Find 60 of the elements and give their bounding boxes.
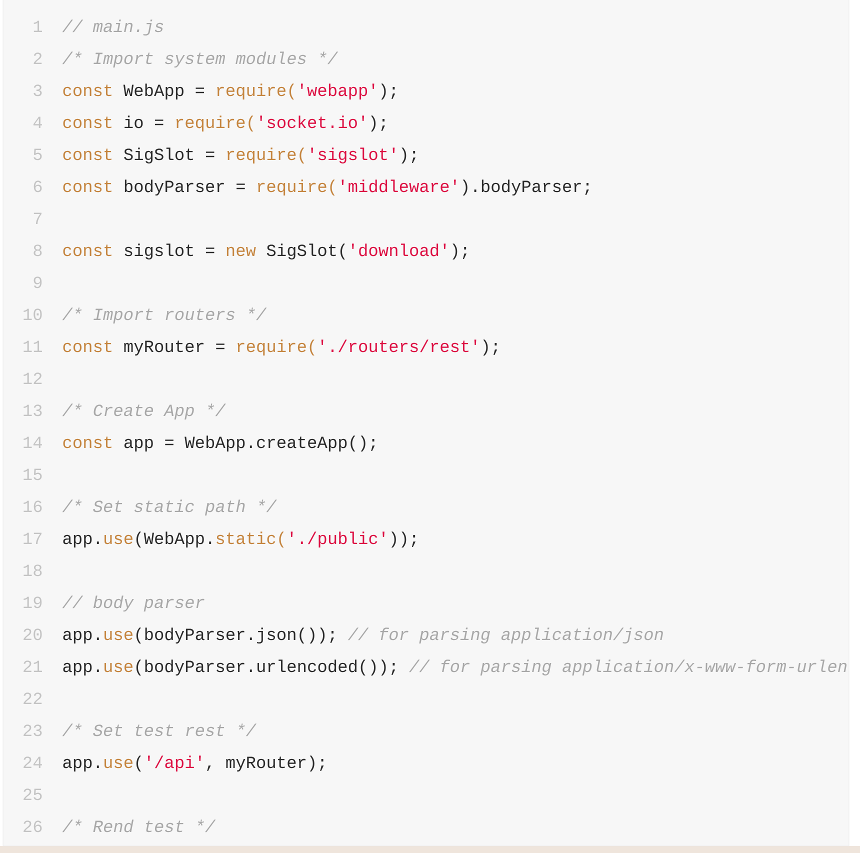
code-text: WebApp = [123,84,204,100]
code-text: ).bodyParser; [462,180,589,196]
code-string: 'download' [352,244,446,256]
code-text: ); [452,244,467,260]
code-keyword: const [63,116,112,128]
code-comment: /* Set test rest */ [62,724,257,736]
code-text: myRouter = [124,340,224,356]
code-comment: // main.js [62,20,164,36]
code-keyword: require( [176,116,254,132]
code-text: )); [391,532,416,548]
code-text: (bodyParser.json()); [136,628,334,644]
code-keyword: new [226,246,256,256]
code-text: ); [483,340,498,356]
code-string: './routers/rest' [321,340,476,352]
code-string: 'webapp' [300,84,374,100]
code-string: 'sigslot' [311,148,395,164]
code-string: './public' [290,532,384,548]
code-text: app. [63,630,99,644]
code-keyword: use [104,662,132,672]
code-keyword: require( [238,340,314,356]
code-text: , myRouter); [207,756,324,772]
code-comment: /* Create App */ [62,404,226,420]
code-comment: /* Import routers */ [62,308,267,324]
code-keyword: use [104,534,132,544]
code-keyword: use [104,630,132,640]
code-text: app. [63,534,99,548]
code-keyword: const [63,84,112,96]
code-keyword: const [63,244,112,256]
code-text: sigslot = [124,244,214,260]
code-keyword: const [63,180,112,192]
code-text: SigSlot = [124,148,214,164]
code-string: 'middleware' [342,180,456,192]
code-comment: // for parsing application/x-www-form-urlen [409,660,846,676]
code-string: '/api' [148,756,201,772]
code-string: 'socket.io' [260,116,364,128]
code-keyword: use [104,758,132,768]
code-comment: // body parser [62,596,204,612]
code-text: ); [402,148,416,164]
code-keyword: require( [227,148,304,164]
code-text: app = WebApp.createApp(); [124,436,375,452]
code-text: bodyParser = [124,180,245,196]
code-comment: /* Set static path */ [62,500,277,516]
code-comment: /* Import system modules */ [62,52,338,68]
code-text: io = [124,116,164,128]
code-keyword: const [63,148,112,160]
code-text: SigSlot( [266,244,345,260]
code-text: app. [63,662,99,676]
code-text: (WebApp. [136,532,212,548]
code-comment: // for parsing application/json [348,628,663,644]
code-keyword: const [63,436,112,448]
code-keyword: static( [216,532,284,548]
code-text: app. [63,758,99,772]
code-text: (bodyParser.urlencoded()); [136,660,396,676]
code-keyword: const [63,340,112,352]
code-comment: /* Rend test */ [62,820,216,832]
code-text: ); [381,84,396,100]
code-keyword: require( [258,180,335,196]
code-text: ); [371,116,385,132]
code-keyword: require( [217,84,294,100]
code-text: ( [136,756,141,772]
